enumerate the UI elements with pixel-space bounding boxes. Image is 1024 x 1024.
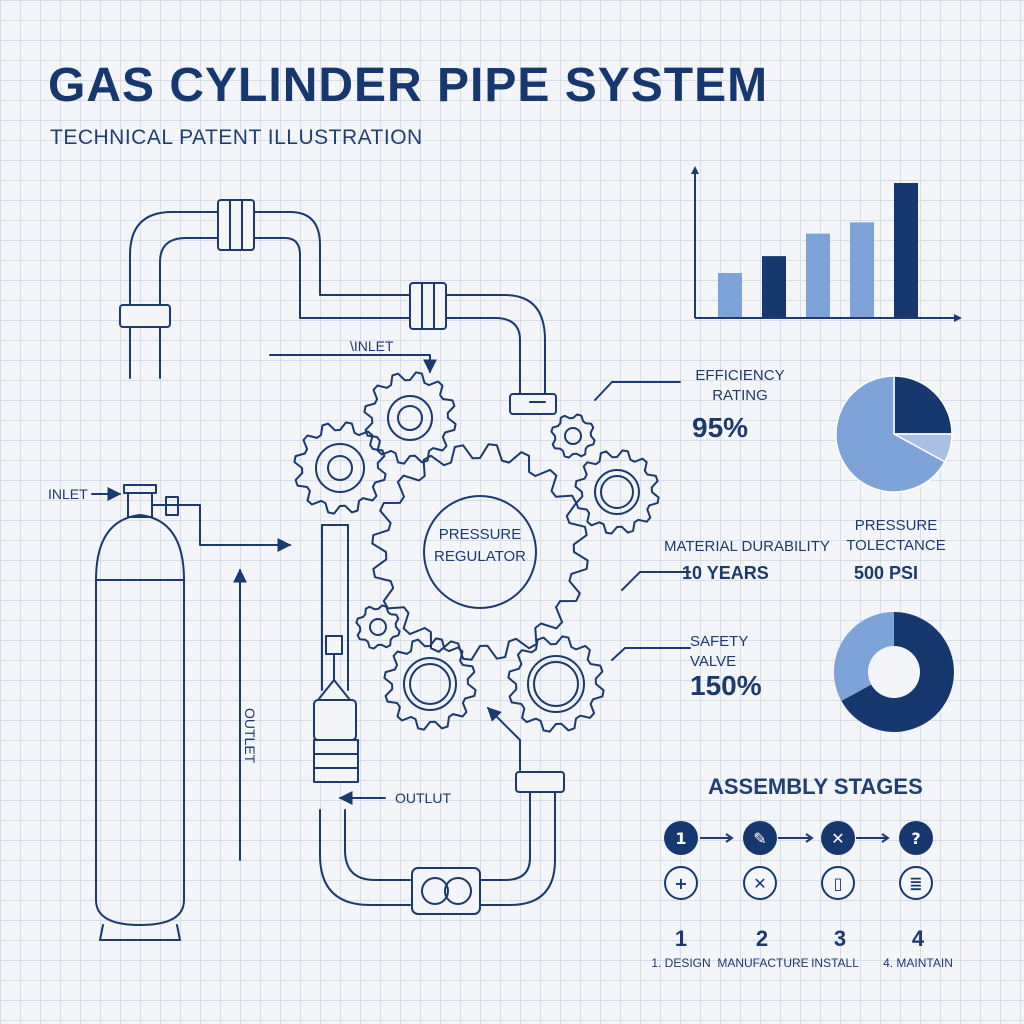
durability-label: MATERIAL DURABILITY <box>664 538 830 555</box>
safety-label-line2: VALVE <box>690 653 737 670</box>
pie-slice-1 <box>893 375 953 435</box>
bar-y-axis-arrow <box>691 166 699 174</box>
gear-6 <box>355 604 401 650</box>
donut-hole <box>868 646 920 698</box>
efficiency-value: 95% <box>692 412 749 443</box>
gear-5-hub <box>564 427 582 445</box>
bottom-pipe <box>319 524 565 915</box>
efficiency-label-line1: EFFICIENCY <box>695 367 785 384</box>
gear-4-hub <box>594 469 640 515</box>
efficiency-label: EFFICIENCY RATING <box>680 366 800 406</box>
gear-8-hub <box>527 655 585 713</box>
flow-arrows <box>91 354 546 861</box>
gas-cylinder <box>95 484 185 941</box>
bar-3 <box>806 233 830 318</box>
pressure-label-line1: PRESSURE <box>854 517 938 534</box>
bar-2 <box>762 256 786 318</box>
gear-3-hub <box>423 495 537 609</box>
stage-1-label: 1. DESIGN <box>651 956 711 970</box>
pie-slice-3 <box>835 375 946 493</box>
safety-value: 150% <box>690 670 762 701</box>
top-pipe <box>129 211 546 401</box>
pressure-regulator-label: PRESSURE REGULATOR <box>420 524 540 568</box>
inlet-side-label: INLET <box>48 486 88 502</box>
outlet-valve <box>313 635 359 783</box>
efficiency-label-line2: RATING <box>712 387 768 404</box>
bar-x-axis-arrow <box>954 314 962 322</box>
leader-lines <box>594 381 691 661</box>
bar-4 <box>850 222 874 318</box>
outlet-vertical-label: OUTLET <box>242 708 258 764</box>
gear-1-hub <box>397 405 423 431</box>
stage-1-number: 1 <box>674 926 688 951</box>
gear-train <box>293 371 660 733</box>
stage-2-label: MANUFACTURE <box>717 956 809 970</box>
efficiency-pie-chart <box>835 375 953 493</box>
bar-5 <box>894 183 918 318</box>
gear-5 <box>550 413 596 459</box>
stage-3-number: 3 <box>833 926 847 951</box>
gear-6-hub <box>369 618 387 636</box>
gear-2-hub <box>327 455 353 481</box>
gear-1 <box>363 371 457 465</box>
gear-2 <box>293 421 387 515</box>
gear-7-hub <box>403 657 457 711</box>
gear-2-hub <box>315 443 365 493</box>
tools-cross-icon: ✕ <box>821 821 855 855</box>
gear-8 <box>507 635 605 733</box>
stage-3-label: INSTALL <box>811 956 859 970</box>
regulator-line2: REGULATOR <box>434 548 526 565</box>
bar-chart <box>691 166 962 322</box>
gear-4-hub <box>600 475 634 509</box>
stage-4-number: 4 <box>911 926 925 951</box>
stage-arrows <box>700 833 890 843</box>
device-icon: ▯ <box>821 866 855 900</box>
assembly-title: ASSEMBLY STAGES <box>708 774 923 799</box>
bar-1 <box>718 273 742 318</box>
gear-4 <box>574 449 660 535</box>
safety-label: SAFETY VALVE <box>690 632 748 672</box>
gear-3 <box>371 443 589 661</box>
durability-value: 10 YEARS <box>682 563 769 583</box>
pressure-value: 500 PSI <box>854 563 919 583</box>
pressure-label: PRESSURE TOLECTANCE <box>840 516 952 556</box>
stage-2-number: 2 <box>755 926 769 951</box>
pipe-couplings <box>119 199 557 415</box>
safety-label-line1: SAFETY <box>690 633 749 650</box>
gear-7 <box>383 637 477 731</box>
blueprint-icon: ✎ <box>743 821 777 855</box>
pressure-label-line2: TOLECTANCE <box>846 537 946 554</box>
wrench-screwdriver-icon: ✕ <box>743 866 777 900</box>
crosshair-icon: + <box>664 866 698 900</box>
page-subtitle: TECHNICAL PATENT ILLUSTRATION <box>50 126 423 149</box>
gear-1-hub <box>387 395 433 441</box>
question-icon: ? <box>899 821 933 855</box>
stage-4-label: 4. MAINTAIN <box>883 956 953 970</box>
number-one-icon: 1 <box>664 821 698 855</box>
regulator-line1: PRESSURE <box>438 526 522 543</box>
outlet-bottom-label: OUTLUT <box>395 790 451 806</box>
gear-8-hub <box>533 661 579 707</box>
inlet-top-label: \INLET <box>350 338 394 354</box>
safety-donut-chart <box>833 612 954 732</box>
checklist-icon: ≣ <box>899 866 933 900</box>
gear-7-hub <box>409 663 451 705</box>
page-title: GAS CYLINDER PIPE SYSTEM <box>48 59 769 112</box>
